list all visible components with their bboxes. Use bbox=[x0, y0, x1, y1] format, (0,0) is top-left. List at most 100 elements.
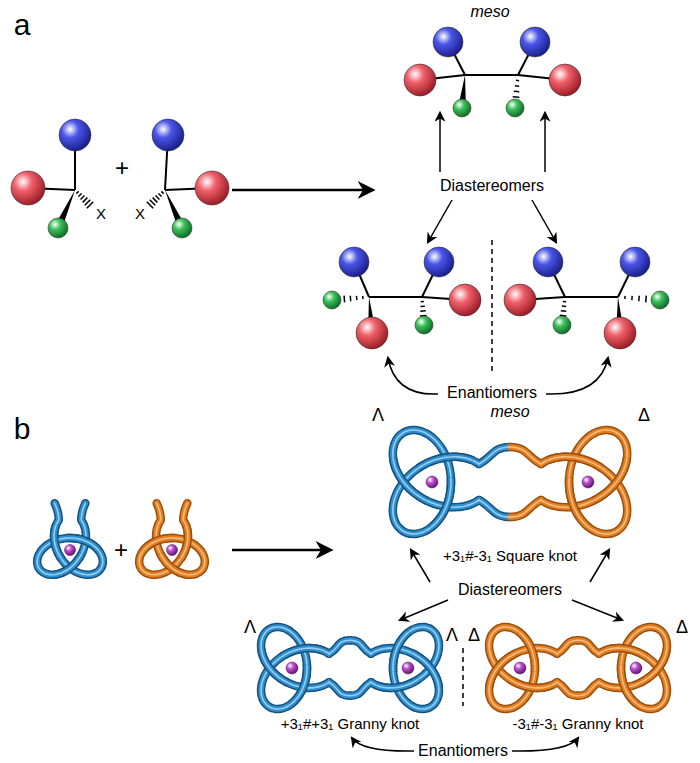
knot-strand bbox=[479, 500, 510, 517]
metal-ion bbox=[426, 476, 438, 488]
atom-ball bbox=[453, 99, 471, 117]
atom-ball bbox=[323, 291, 341, 309]
leaving-group: X bbox=[96, 206, 106, 223]
knot-strand bbox=[557, 640, 578, 654]
arrow bbox=[428, 200, 452, 242]
knot-strand bbox=[419, 457, 473, 468]
arrow bbox=[532, 200, 556, 242]
arrow bbox=[232, 549, 330, 552]
knot-strand bbox=[479, 447, 510, 464]
hashed-bond bbox=[513, 96, 520, 98]
atom-ball bbox=[504, 284, 536, 316]
hashed-bond bbox=[150, 200, 156, 206]
atom-ball bbox=[533, 247, 563, 277]
hashed-bond bbox=[85, 200, 91, 206]
knot-strand bbox=[509, 679, 551, 688]
knot-strand bbox=[509, 679, 551, 688]
knot-strand bbox=[55, 553, 82, 574]
knot-strand bbox=[510, 447, 541, 464]
knot-strand bbox=[604, 648, 646, 657]
atom-ball bbox=[404, 64, 436, 96]
knot-strand bbox=[350, 640, 371, 654]
curved-arrow bbox=[512, 738, 578, 751]
arrow bbox=[400, 600, 448, 620]
hashed-bond bbox=[87, 202, 93, 208]
knot-strand bbox=[139, 503, 205, 575]
atom-ball bbox=[59, 119, 91, 151]
knot-strand bbox=[371, 627, 439, 709]
bond bbox=[369, 296, 422, 298]
knot-strand bbox=[489, 653, 515, 687]
hashed-bond bbox=[638, 296, 640, 301]
knot-strand bbox=[261, 649, 287, 683]
arrow bbox=[439, 113, 441, 172]
knot-strand bbox=[419, 457, 473, 468]
drawing bbox=[11, 27, 669, 751]
curved-arrow bbox=[546, 358, 608, 394]
knot-strand bbox=[329, 682, 350, 696]
arrow bbox=[590, 550, 609, 582]
knot-strand bbox=[350, 682, 371, 696]
knot-strand bbox=[557, 640, 578, 654]
arrow bbox=[544, 113, 546, 172]
knot-strand bbox=[640, 649, 666, 683]
arrow bbox=[572, 600, 622, 620]
knot-strand bbox=[541, 430, 627, 534]
knot-strand bbox=[578, 640, 599, 654]
panel-letter: b bbox=[14, 412, 31, 445]
knot-strand bbox=[350, 640, 371, 654]
knot-strand bbox=[489, 653, 515, 687]
knot-strand bbox=[479, 447, 510, 464]
bond bbox=[565, 296, 618, 298]
knot-strand bbox=[578, 682, 599, 696]
hashed-bond bbox=[76, 191, 78, 193]
stereo-descriptor: meso bbox=[470, 3, 509, 21]
knot-strand bbox=[489, 627, 557, 709]
metal-ion bbox=[630, 662, 642, 674]
atom-ball bbox=[152, 119, 184, 151]
hashed-bond bbox=[561, 310, 566, 312]
knot-strand bbox=[557, 682, 578, 696]
knot-strand bbox=[593, 458, 627, 501]
mirror-line bbox=[462, 648, 464, 706]
knot-strand bbox=[261, 649, 287, 683]
knot-strand bbox=[329, 640, 350, 654]
atom-ball bbox=[424, 247, 454, 277]
hashed-bond bbox=[81, 196, 85, 200]
knot-strand bbox=[412, 653, 438, 687]
leaving-group: X bbox=[135, 206, 145, 223]
knot-strand bbox=[510, 447, 541, 464]
knot-strand bbox=[479, 500, 510, 517]
knot-strand bbox=[541, 430, 627, 534]
atom-ball bbox=[195, 171, 229, 205]
atom-ball bbox=[172, 218, 192, 238]
curved-arrow bbox=[352, 738, 414, 751]
knot-strand bbox=[510, 500, 541, 517]
knot-strand bbox=[160, 553, 187, 574]
atom-ball bbox=[604, 317, 636, 349]
knot-strand bbox=[593, 458, 627, 501]
knot-strand bbox=[557, 682, 578, 696]
knot-strand bbox=[181, 525, 188, 559]
atom-ball bbox=[506, 99, 524, 117]
knot-strand bbox=[261, 627, 329, 709]
knot-strand bbox=[37, 503, 103, 575]
knot-strand bbox=[281, 648, 323, 657]
knot-strand bbox=[160, 553, 187, 574]
knot-strand bbox=[139, 503, 205, 575]
knot-strand bbox=[160, 553, 187, 574]
hashed-bond bbox=[421, 305, 425, 307]
metal-ion bbox=[286, 662, 298, 674]
stereo-descriptor: meso bbox=[490, 403, 529, 421]
hashed-bond bbox=[514, 91, 519, 93]
atom-ball bbox=[415, 316, 433, 334]
knot-strand bbox=[281, 648, 323, 657]
knot-strand bbox=[479, 500, 510, 517]
knot-strand bbox=[371, 627, 439, 709]
knot-strand bbox=[604, 648, 646, 657]
knot-strand bbox=[261, 627, 329, 709]
relation-label: Enantiomers bbox=[447, 384, 537, 402]
atom-ball bbox=[48, 218, 68, 238]
knot-strand bbox=[371, 627, 439, 709]
